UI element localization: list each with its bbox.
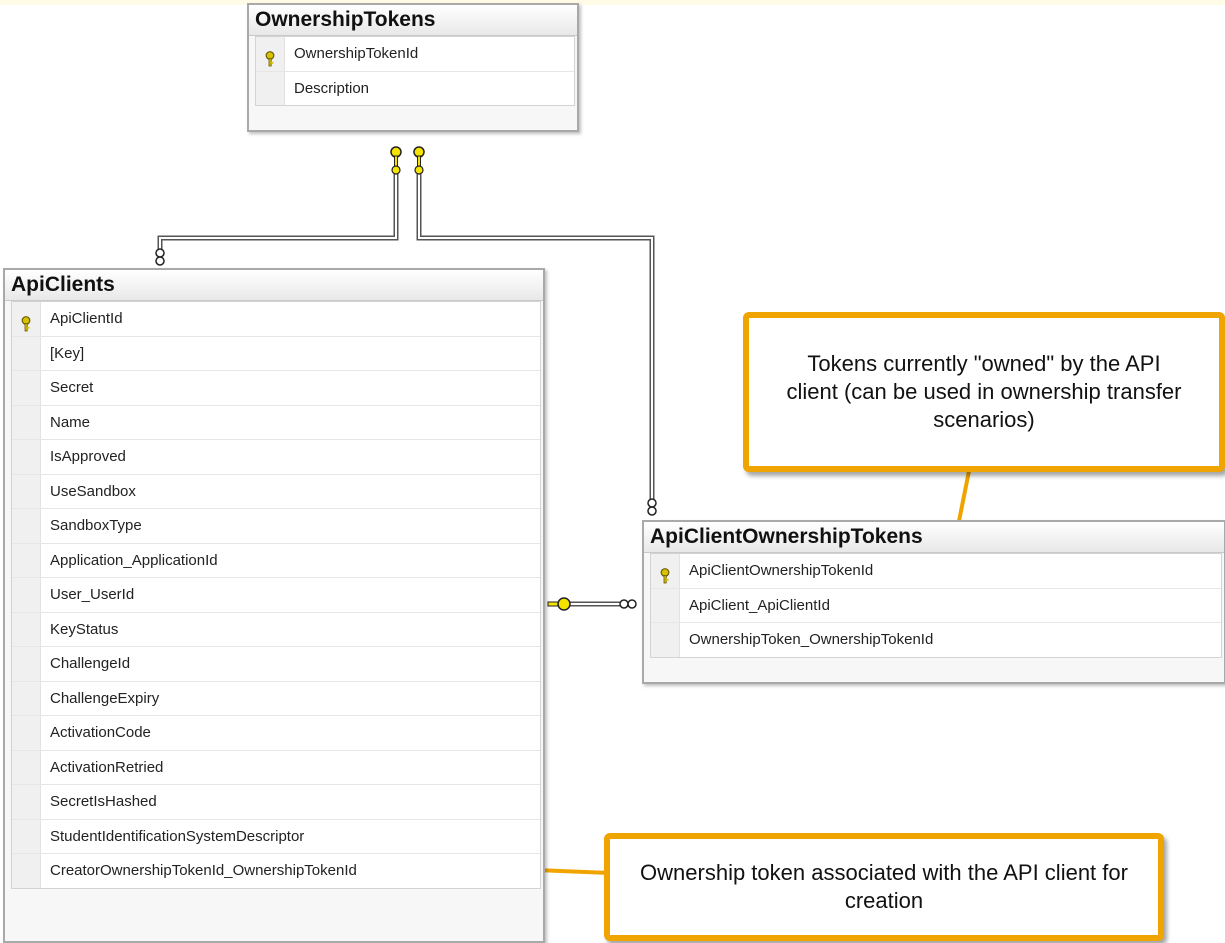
column-name: [Key] xyxy=(50,344,85,362)
row-gutter xyxy=(12,474,41,508)
column-name: IsApproved xyxy=(50,448,126,465)
column-row[interactable]: UseSandbox xyxy=(12,474,540,509)
column-row[interactable]: User_UserId xyxy=(12,578,540,613)
key-endpoint-icon xyxy=(547,597,571,611)
row-gutter xyxy=(12,785,41,819)
row-gutter xyxy=(12,647,41,681)
column-row[interactable]: ChallengeExpiry xyxy=(12,681,540,716)
table-title: ApiClients xyxy=(5,270,543,301)
column-name: Application_ApplicationId xyxy=(50,551,218,569)
column-name: ActivationCode xyxy=(50,724,151,741)
column-row[interactable]: ApiClientId xyxy=(12,302,540,337)
row-gutter xyxy=(12,578,41,612)
column-row[interactable]: SandboxType xyxy=(12,509,540,544)
column-row[interactable]: OwnershipTokenId xyxy=(256,37,574,72)
row-gutter xyxy=(12,612,41,646)
column-name: OwnershipToken_OwnershipTokenId xyxy=(689,631,934,648)
table-api-client-ownership-tokens[interactable]: ApiClientOwnershipTokens ApiClientOwners… xyxy=(642,520,1225,684)
key-endpoint-icon xyxy=(390,146,402,175)
row-gutter xyxy=(12,405,41,439)
column-name: OwnershipTokenId xyxy=(294,45,419,62)
column-name: SecretIsHashed xyxy=(50,793,157,810)
top-strip xyxy=(0,0,1225,5)
column-row[interactable]: ActivationRetried xyxy=(12,750,540,785)
key-endpoint-icon xyxy=(413,146,425,175)
key-icon xyxy=(20,311,32,332)
infinity-endpoint-icon xyxy=(619,599,637,609)
row-gutter xyxy=(12,681,41,715)
column-name: User_UserId xyxy=(50,586,135,603)
infinity-endpoint-icon xyxy=(155,248,165,266)
column-row[interactable]: SecretIsHashed xyxy=(12,785,540,820)
column-name: ChallengeId xyxy=(50,655,131,672)
row-gutter xyxy=(256,71,285,105)
column-name: StudentIdentificationSystemDescriptor xyxy=(50,827,305,845)
row-gutter xyxy=(12,750,41,784)
column-row[interactable]: KeyStatus xyxy=(12,612,540,647)
column-name: Name xyxy=(50,413,91,431)
column-row[interactable]: ChallengeId xyxy=(12,647,540,682)
row-gutter xyxy=(12,336,41,370)
column-row[interactable]: IsApproved xyxy=(12,440,540,475)
callout-text: Tokens currently "owned" by the API clie… xyxy=(786,351,1182,432)
key-icon xyxy=(264,46,276,67)
table-title: OwnershipTokens xyxy=(249,5,577,36)
row-gutter xyxy=(12,716,41,750)
column-name: ActivationRetried xyxy=(50,758,164,776)
row-gutter xyxy=(12,854,41,888)
relation-ownershiptokens-apiclients xyxy=(157,172,399,250)
column-row[interactable]: Application_ApplicationId xyxy=(12,543,540,578)
column-name: ApiClientOwnershipTokenId xyxy=(689,562,874,579)
column-name: UseSandbox xyxy=(50,482,136,500)
column-name: ApiClientId xyxy=(50,310,123,327)
row-gutter xyxy=(651,588,680,622)
column-row[interactable]: [Key] xyxy=(12,336,540,371)
relation-ownershiptokens-acot xyxy=(416,172,655,500)
column-name: Secret xyxy=(50,379,94,396)
column-name: Description xyxy=(294,79,370,97)
column-row[interactable]: ActivationCode xyxy=(12,716,540,751)
infinity-endpoint-icon xyxy=(647,498,657,516)
row-gutter xyxy=(651,623,680,657)
callout-owned-tokens: Tokens currently "owned" by the API clie… xyxy=(743,312,1225,472)
callout-creator-token: Ownership token associated with the API … xyxy=(604,833,1164,941)
column-name: KeyStatus xyxy=(50,620,119,638)
row-gutter xyxy=(12,509,41,543)
key-icon xyxy=(659,563,671,584)
row-gutter xyxy=(12,819,41,853)
table-title: ApiClientOwnershipTokens xyxy=(644,522,1224,553)
column-row[interactable]: OwnershipToken_OwnershipTokenId xyxy=(651,623,1221,657)
column-row[interactable]: Name xyxy=(12,405,540,440)
row-gutter xyxy=(12,543,41,577)
column-row[interactable]: ApiClientOwnershipTokenId xyxy=(651,554,1221,589)
column-name: SandboxType xyxy=(50,517,142,534)
column-row[interactable]: StudentIdentificationSystemDescriptor xyxy=(12,819,540,854)
column-row[interactable]: Description xyxy=(256,71,574,105)
row-gutter xyxy=(12,371,41,405)
column-name: ChallengeExpiry xyxy=(50,689,160,707)
row-gutter xyxy=(12,440,41,474)
column-name: CreatorOwnershipTokenId_OwnershipTokenId xyxy=(50,862,357,879)
column-row[interactable]: Secret xyxy=(12,371,540,406)
callout-text: Ownership token associated with the API … xyxy=(640,860,1128,913)
column-name: ApiClient_ApiClientId xyxy=(689,596,830,614)
column-row[interactable]: CreatorOwnershipTokenId_OwnershipTokenId xyxy=(12,854,540,888)
column-row[interactable]: ApiClient_ApiClientId xyxy=(651,588,1221,623)
